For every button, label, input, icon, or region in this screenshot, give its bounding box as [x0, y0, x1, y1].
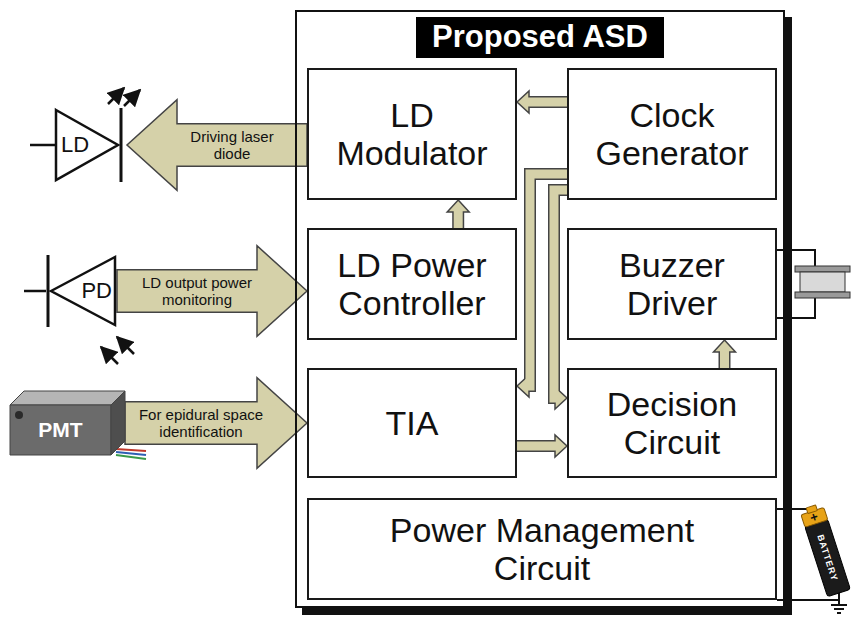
- arrow-head: [517, 91, 529, 113]
- node-label: LD Modulator: [325, 96, 500, 172]
- buzzer-wire: [777, 250, 815, 266]
- ground-symbol: [831, 604, 847, 606]
- pmt-front-face: [10, 405, 111, 455]
- connector: [517, 174, 567, 397]
- pmt-window: [15, 411, 23, 419]
- photodiode-symbol: PD: [45, 255, 117, 327]
- bus-arrow-outline: [528, 96, 567, 108]
- ground-symbol: [837, 612, 841, 614]
- process-box: Power Management Circuit: [307, 498, 777, 600]
- connector: [517, 435, 567, 457]
- emission-arrow: [108, 88, 124, 104]
- buzzer-plate: [795, 266, 850, 272]
- battery-icon: [799, 503, 850, 597]
- node-label: Buzzer Driver: [585, 246, 760, 322]
- arrow-head: [714, 340, 736, 352]
- connector: [714, 340, 736, 368]
- diode-triangle: [56, 110, 118, 180]
- arrow-head: [555, 435, 567, 457]
- bus-arrow-outline: [528, 174, 567, 386]
- node-label: Power Management Circuit: [362, 511, 722, 587]
- signal-arrow: [125, 378, 307, 469]
- lead-wire: [24, 290, 46, 293]
- arrow-label: For epidural space identification: [127, 406, 276, 441]
- node-label: PMT: [38, 418, 82, 442]
- pmt-side-face: [111, 391, 125, 455]
- connector: [127, 100, 307, 191]
- wire: [116, 449, 146, 451]
- wire: [116, 452, 146, 455]
- node-label: LD Power Controller: [317, 246, 507, 322]
- emission-arrow: [124, 90, 140, 106]
- node-label: Clock Generator: [580, 96, 765, 172]
- buzzer-body: [800, 272, 845, 292]
- connector: [554, 190, 567, 409]
- buzzer-plate: [795, 292, 850, 298]
- connector: [517, 91, 567, 113]
- signal-arrow: [127, 100, 307, 191]
- laser-diode-symbol: LD: [55, 108, 127, 182]
- buzzer-wire: [777, 298, 815, 318]
- photomultiplier-tube: PMT: [10, 391, 125, 455]
- node-label: TIA: [386, 404, 439, 442]
- wire: [116, 455, 146, 459]
- process-box: LD Power Controller: [307, 228, 517, 340]
- battery-body: [805, 519, 851, 597]
- node-label: PD: [81, 278, 112, 304]
- battery-cap: [801, 507, 828, 527]
- bus-arrow-outline: [517, 440, 556, 452]
- battery-wire: [777, 508, 808, 510]
- process-box: Decision Circuit: [567, 368, 777, 478]
- arrow-label: LD output power monitoring: [131, 274, 263, 309]
- arrow-label: Driving laser diode: [175, 128, 289, 163]
- bus-arrow-body: [517, 442, 556, 451]
- polarity-mark: +: [808, 510, 819, 525]
- diagram-title: Proposed ASD: [416, 17, 664, 58]
- ground-symbol: [834, 608, 844, 610]
- process-box: LD Modulator: [307, 68, 517, 200]
- pmt-top-face: [10, 391, 125, 405]
- process-box: Clock Generator: [567, 68, 777, 200]
- connector: [117, 246, 307, 337]
- process-box: TIA: [307, 368, 517, 478]
- bus-arrow-body: [528, 174, 567, 386]
- incident-light-arrow: [117, 337, 134, 354]
- bus-arrow-body: [528, 98, 567, 107]
- asd-housing: Proposed ASD LD Modulator Clock GeneratorL…: [295, 10, 785, 608]
- diode-triangle: [51, 257, 115, 325]
- node-label: LD: [61, 132, 89, 158]
- arrow-head: [447, 200, 469, 212]
- battery-label: BATTERY: [815, 534, 839, 583]
- diode-bar: [120, 108, 123, 182]
- signal-arrow: [117, 246, 307, 337]
- bus-arrow-outline: [452, 211, 464, 228]
- bus-arrow-body: [720, 351, 729, 368]
- connector: [447, 200, 469, 228]
- connector: [125, 378, 307, 469]
- pmt-wires: [116, 449, 146, 459]
- lead-wire: [30, 144, 56, 147]
- bus-arrow-outline: [719, 351, 731, 368]
- buzzer-symbol: [777, 250, 850, 318]
- bus-arrow-body: [454, 211, 463, 228]
- node-label: Decision Circuit: [585, 385, 760, 461]
- bus-arrow-body: [554, 190, 567, 398]
- bus-arrow-outline: [554, 190, 567, 398]
- process-box: Buzzer Driver: [567, 228, 777, 340]
- incident-light-arrow: [101, 347, 118, 364]
